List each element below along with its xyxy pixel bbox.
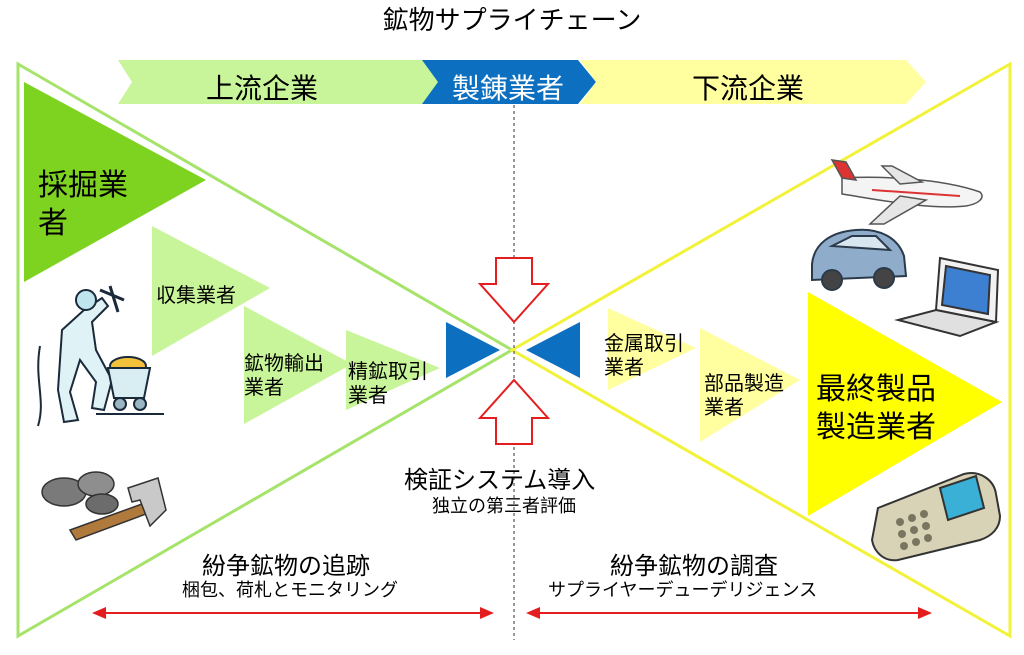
collector-triangle (152, 226, 270, 356)
metal-trader-label-line2: 業者 (604, 355, 644, 379)
investigation-title: 紛争鉱物の調査 (610, 552, 778, 580)
exporter-label-line1: 鉱物輸出 (244, 351, 324, 375)
tracking-subtitle: 梱包、荷札とモニタリング (182, 580, 398, 601)
verification-title: 検証システム導入 (404, 466, 596, 494)
exporter-label-line2: 業者 (244, 375, 284, 399)
metal-trader-triangle (608, 308, 696, 390)
miner-icon (37, 285, 125, 427)
car-icon (811, 228, 908, 291)
miner-label-line1: 採掘業 (38, 168, 128, 203)
miner-triangle (24, 82, 206, 282)
tracking-double-arrow (92, 607, 494, 619)
final-maker-label-line1: 最終製品 (816, 372, 936, 407)
trader-label-line1: 精鉱取引 (348, 359, 428, 383)
miner-label-line2: 者 (38, 206, 68, 241)
final-maker-label-line2: 製造業者 (816, 410, 936, 445)
laptop-icon (894, 256, 1000, 338)
parts-maker-label-line1: 部品製造 (704, 371, 784, 395)
rocks-and-hammer-icon (41, 471, 167, 541)
upstream-label: 上流企業 (206, 72, 319, 105)
final-maker-triangle (808, 292, 1002, 516)
collector-label: 収集業者 (156, 283, 236, 307)
smelter-right-triangle (526, 322, 580, 378)
investigation-double-arrow (526, 607, 932, 619)
mobile-phone-icon (870, 472, 1002, 562)
upstream-band (118, 60, 458, 104)
investigation-subtitle: サプライヤーデューデリジェンス (548, 580, 818, 601)
smelter-band (422, 60, 596, 104)
exporter-triangle (244, 306, 352, 424)
smelter-left-triangle (446, 322, 500, 378)
diagram-title: 鉱物サプライチェーン (382, 6, 642, 36)
parts-maker-label-line2: 業者 (704, 395, 744, 419)
upstream-outline-triangle (16, 61, 515, 639)
airplane-icon (830, 159, 983, 225)
ore-cart-icon (96, 356, 164, 415)
downstream-label: 下流企業 (692, 72, 805, 105)
verification-subtitle: 独立の第三者評価 (432, 496, 576, 517)
downstream-band (580, 60, 926, 104)
parts-maker-triangle (700, 328, 800, 442)
verification-arrow-up (477, 378, 551, 445)
trader-label-line2: 業者 (348, 383, 388, 407)
metal-trader-label-line1: 金属取引 (604, 331, 684, 355)
verification-arrow-down (477, 257, 551, 324)
trader-triangle (346, 330, 440, 410)
smelter-label: 製錬業者 (452, 72, 565, 105)
tracking-title: 紛争鉱物の追跡 (202, 552, 370, 580)
downstream-outline-triangle (508, 61, 1012, 639)
